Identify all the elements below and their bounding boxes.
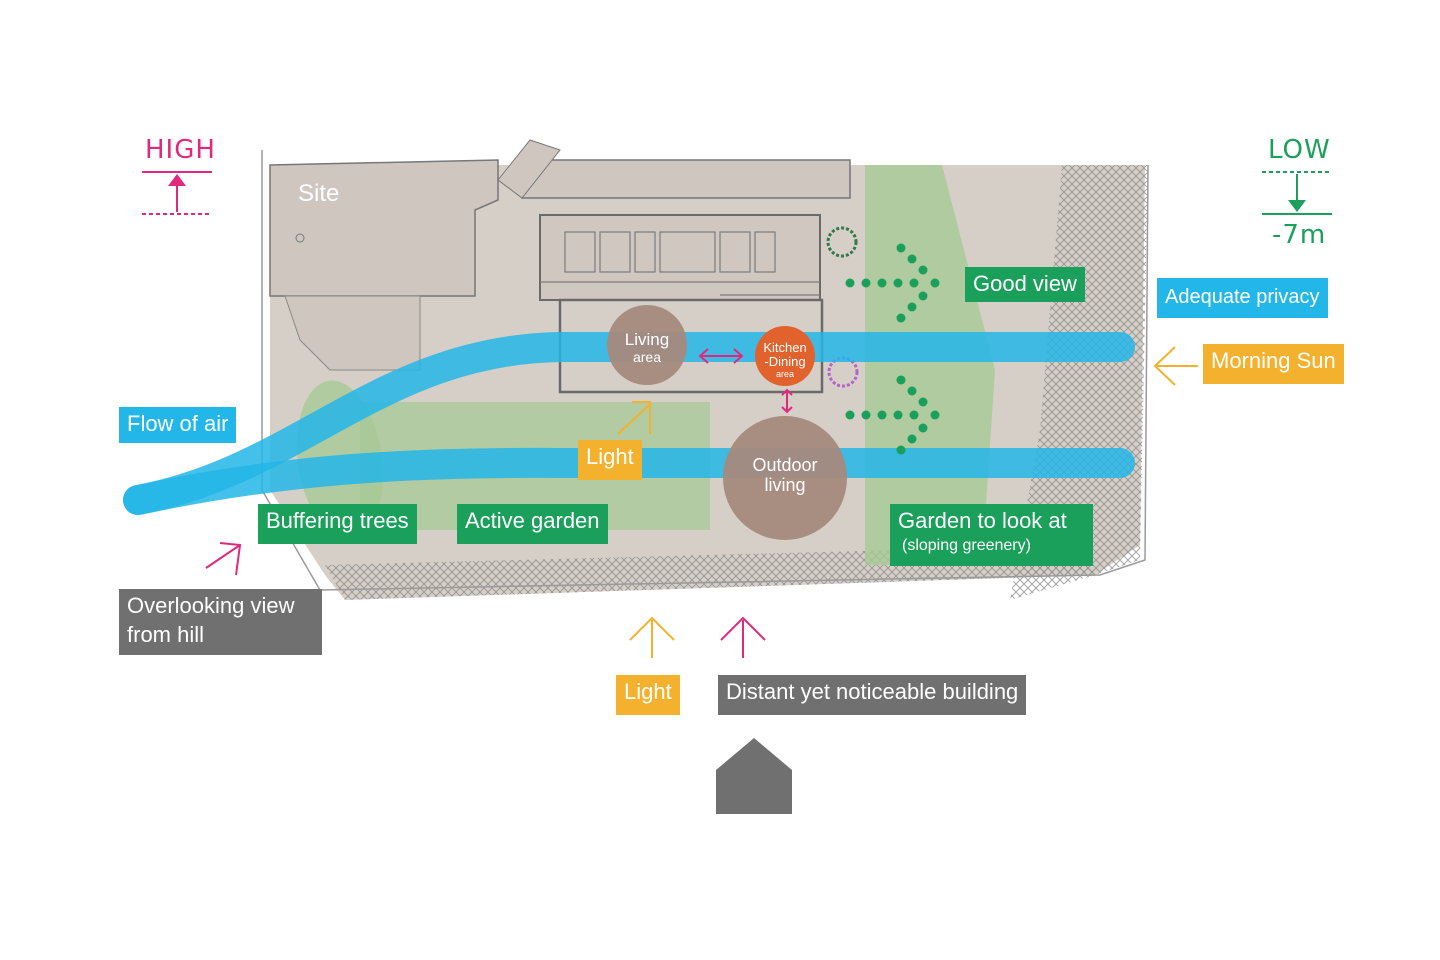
morning-sun-arrow (1153, 346, 1198, 386)
site-label: Site (298, 180, 340, 207)
outdoor-line2: living (764, 474, 806, 495)
outdoor-living-circle (723, 416, 847, 540)
low-legend-value: -7m (1272, 220, 1327, 250)
kitchen-line3: area (775, 368, 794, 379)
low-legend-label: LOW (1268, 135, 1331, 165)
adequate-privacy-label: Adequate privacy (1157, 278, 1328, 318)
living-area-label: Living area (607, 330, 687, 365)
living-area-line2: area (632, 348, 662, 365)
good-view-label: Good view (965, 267, 1085, 302)
view-arrow-upper (845, 243, 940, 323)
garage-strip (521, 159, 851, 199)
kitchen-dining-circle (755, 326, 815, 386)
active-garden-label: Active garden (457, 504, 608, 544)
building-view-arrow (720, 616, 766, 658)
living-area-line1: Living (624, 330, 670, 349)
neighbour-building (269, 159, 499, 297)
buffering-trees-label: Buffering trees (258, 504, 417, 544)
overlooking-line1: Overlooking view (127, 593, 295, 618)
kitchen-line2: -Dining (764, 354, 806, 370)
outdoor-living-label: Outdoor living (735, 455, 835, 496)
light-arrow-center (617, 401, 651, 435)
overlooking-view-label: Overlooking view from hill (119, 589, 322, 655)
overlooking-line2: from hill (127, 621, 205, 647)
tree-icon (826, 226, 858, 258)
morning-sun-label: Morning Sun (1203, 344, 1344, 384)
high-legend-label: HIGH (145, 135, 216, 165)
air-flow-lower (123, 447, 1135, 515)
garden-to-look-at-label: Garden to look at (sloping greenery) (890, 504, 1093, 566)
outdoor-line1: Outdoor (752, 455, 818, 475)
flow-of-air-label: Flow of air (119, 407, 237, 443)
light-arrow-bottom (629, 616, 675, 658)
side-structure (284, 295, 421, 371)
house-icon (716, 738, 792, 814)
kitchen-line1: Kitchen (763, 340, 807, 355)
living-area-circle (607, 305, 687, 385)
overlooking-view-arrow (205, 542, 242, 576)
kitchen-outdoor-connection-arrow (781, 388, 793, 414)
site-outline (261, 150, 1149, 591)
view-arrow-lower (845, 375, 940, 455)
entrance-steps (497, 139, 561, 199)
garden-to-look-at-title: Garden to look at (898, 508, 1067, 533)
garden-to-look-at-subtitle: (sloping greenery) (902, 536, 1031, 554)
site-marker (295, 233, 305, 243)
living-kitchen-connection-arrow (698, 348, 744, 364)
distant-building-label: Distant yet noticeable building (718, 675, 1027, 715)
light-label-center: Light (578, 440, 642, 480)
high-legend-icon (142, 171, 212, 215)
low-legend-icon (1262, 171, 1332, 215)
light-label-bottom: Light (616, 675, 680, 715)
retaining-wall-right (1010, 165, 1148, 600)
kitchen-dining-label: Kitchen -Dining area (755, 340, 815, 379)
interior-walls (540, 231, 820, 296)
house-upper-block (539, 214, 821, 301)
